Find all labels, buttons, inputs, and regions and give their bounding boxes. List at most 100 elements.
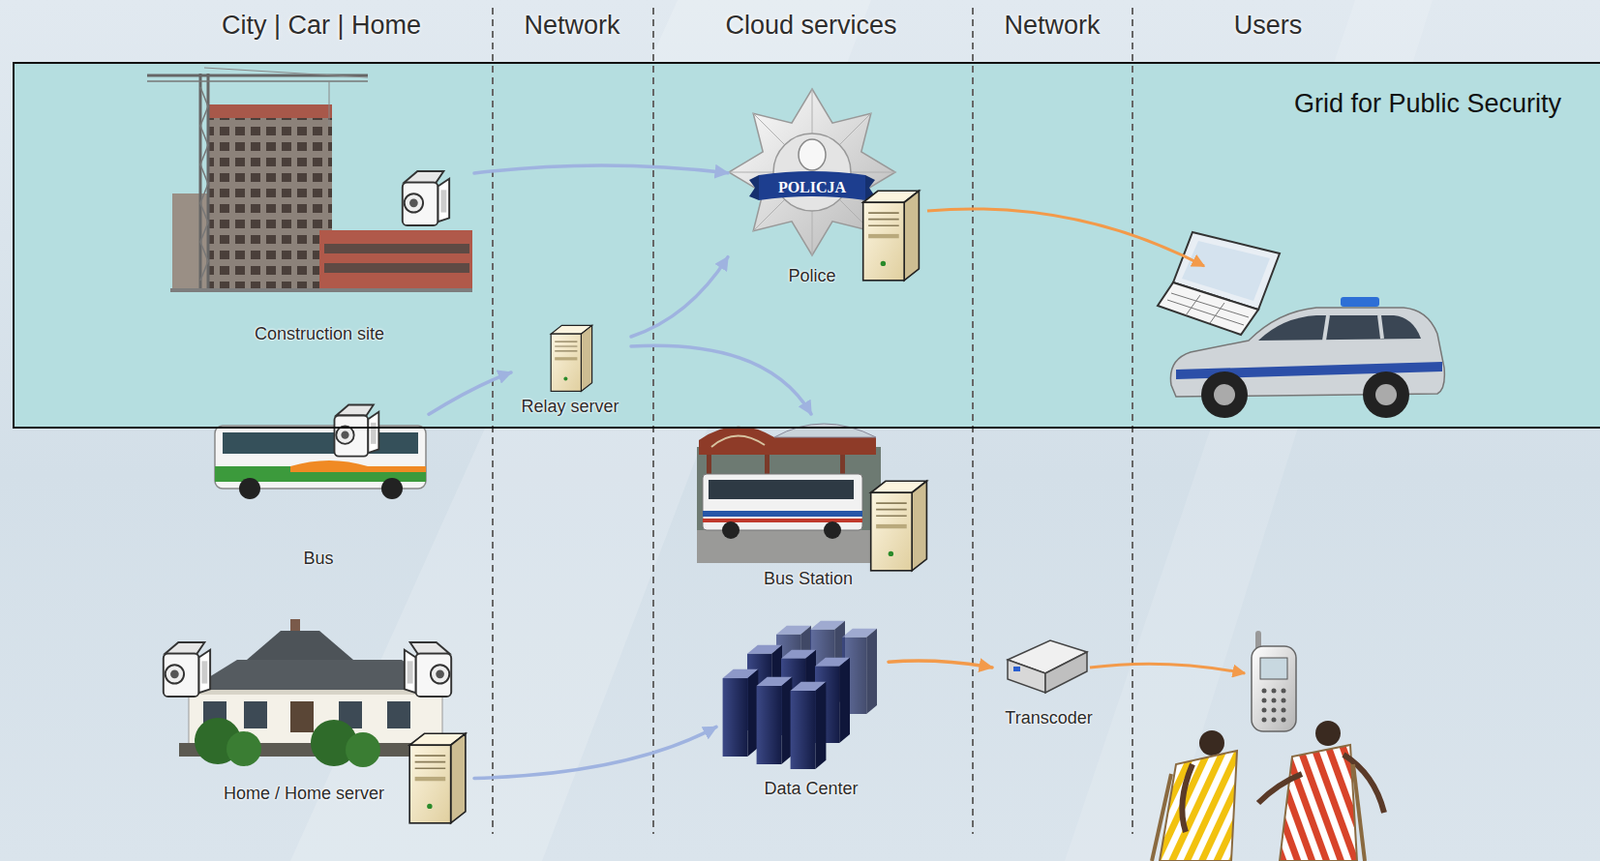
house-picture: [345, 732, 381, 768]
column-header-slot: Network: [523, 10, 620, 41]
relay-server-icon: [550, 325, 592, 392]
data-center-picture: [723, 621, 877, 770]
mobile-phone: [1251, 646, 1297, 732]
node-label: Data Center: [763, 779, 858, 800]
datacenter-node: Data Center: [716, 619, 889, 806]
column-header: Cloud services: [724, 10, 897, 40]
home-server-icon: [409, 733, 466, 824]
police-car: [1324, 315, 1329, 341]
construction-site-picture: [324, 243, 470, 254]
beach-chairs: [1353, 764, 1365, 861]
band-title: Grid for Public Security: [1294, 89, 1562, 120]
bus-picture: [214, 405, 426, 501]
node-label: Bus: [302, 548, 333, 570]
police-car: [1340, 297, 1380, 307]
construction-site-picture: [319, 230, 473, 291]
data-center-picture: [756, 677, 793, 765]
column-divider: [652, 7, 655, 835]
mobile-phone: [1281, 689, 1287, 695]
bus-station-picture: [722, 521, 740, 540]
bus-station-picture: [774, 423, 876, 438]
bus-picture: [239, 478, 261, 500]
beach-chairs: [1343, 754, 1385, 814]
node-label: Police: [787, 266, 836, 287]
column-divider: [491, 7, 494, 835]
house-picture: [290, 701, 314, 733]
relay-node: Relay server: [511, 322, 632, 420]
police-badge: [758, 171, 866, 201]
mobile-phone: [1271, 698, 1277, 704]
flow-arrow: [428, 372, 512, 415]
house-picture: [404, 642, 452, 697]
beach-chairs: [1199, 730, 1225, 756]
police-badge: [749, 175, 759, 201]
mobile-phone: [1262, 718, 1268, 724]
delivery-arrow: [927, 209, 1205, 267]
data-center-picture: [723, 669, 759, 757]
column-header-slot: Users: [1234, 10, 1303, 41]
construction-site-picture: [324, 263, 470, 273]
bus-station-picture: [823, 521, 842, 540]
laptop: [1167, 293, 1249, 326]
column-header-slot: Network: [1003, 10, 1100, 41]
construction-site-picture: [208, 104, 333, 291]
beach-chairs: [1151, 721, 1385, 861]
construction-site-picture: [199, 73, 203, 291]
police-car: [1213, 384, 1236, 406]
home-node: Home / Home server: [154, 629, 475, 829]
column-divider: [492, 7, 1133, 835]
node-label: Bus Station: [763, 569, 853, 590]
flow-arrow: [631, 345, 812, 415]
laptop: [1157, 232, 1280, 335]
bus-node: Bus: [211, 396, 429, 574]
beach-chairs: [1258, 774, 1302, 804]
flow-arrow: [888, 661, 993, 668]
bus-picture: [222, 432, 419, 454]
flow-arrow: [474, 726, 717, 779]
house-picture: [163, 642, 211, 697]
construction-site-picture: [208, 104, 333, 119]
column-header: City | Car | Home: [221, 10, 422, 40]
node-label: Relay server: [520, 396, 619, 418]
construction-site-picture: [147, 80, 368, 83]
column-header-slot: City | Car | Home: [221, 10, 422, 41]
transcoder-node: Transcoder: [992, 633, 1104, 731]
column-header: Network: [1003, 10, 1100, 40]
mobile-phone: [1271, 718, 1277, 724]
mobile-phone: [1262, 698, 1268, 704]
construction-site-picture: [147, 67, 473, 293]
police-car: [1362, 371, 1410, 419]
police-badge: [798, 139, 826, 171]
bus-station-server: [871, 481, 928, 572]
column-divider: [1131, 7, 1134, 835]
house-picture: [387, 701, 411, 729]
beach-chairs: [1159, 751, 1238, 861]
construction-site-picture: [172, 193, 212, 291]
bus-picture: [290, 460, 426, 473]
bus-station-picture: [702, 511, 863, 517]
house-picture: [246, 631, 354, 661]
police-car: [1258, 315, 1421, 341]
house-picture: [404, 642, 452, 697]
house-picture: [243, 701, 268, 729]
security-grid-band: Grid for Public SecurityConstruction sit…: [12, 61, 1600, 429]
police-server: [863, 190, 920, 281]
badge-text: POLICJA: [778, 179, 846, 196]
bus-picture: [334, 405, 380, 457]
laptop: [1157, 282, 1259, 335]
bus-station-picture: [702, 518, 863, 523]
construction-site-picture: [170, 288, 473, 293]
station-node: Bus Station: [694, 414, 937, 595]
delivery-arrow: [927, 209, 1245, 674]
mobile-phone: [1281, 698, 1287, 704]
transcoder-device: [1045, 652, 1087, 694]
flow-arrow: [474, 165, 728, 174]
mobile-phone: [1271, 689, 1277, 695]
police-car: [1201, 371, 1248, 419]
beach-chairs: [1181, 764, 1193, 833]
bus-station-picture: [711, 435, 765, 448]
column-divider: [971, 7, 974, 835]
mobile-phone: [1251, 631, 1297, 732]
